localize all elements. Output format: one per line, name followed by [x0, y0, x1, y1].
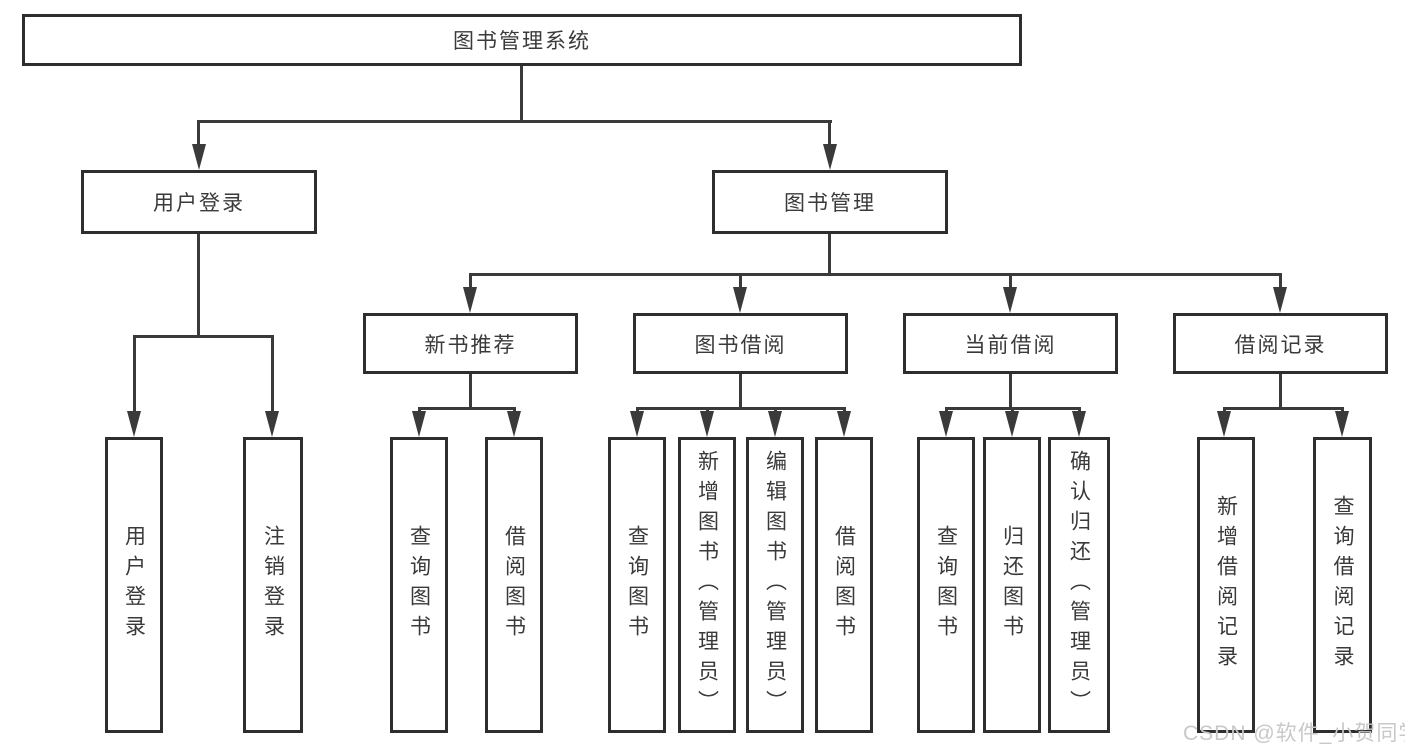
connector-record-arrow1-stem [1223, 407, 1226, 413]
connector-current-arrow2-stem [1011, 407, 1014, 413]
arrowhead-borrow-record [1273, 287, 1287, 313]
arrowhead-recommend-query [412, 411, 426, 437]
connector-bookmgmt-stem [828, 234, 831, 273]
connector-root-bar [197, 120, 832, 123]
node-new-book-recommend: 新书推荐 [363, 313, 578, 374]
leaf-borrow-books-label: 借阅图书 [832, 525, 856, 645]
leaf-confirm-return-admin-label: 确认归还（管理员） [1067, 450, 1091, 720]
leaf-query-borrow-record: 查询借阅记录 [1313, 437, 1372, 733]
connector-root-stem [520, 66, 523, 120]
connector-userlogin-bar [133, 335, 274, 338]
connector-borrow-arrow4-stem [843, 407, 846, 413]
node-book-borrow: 图书借阅 [633, 313, 848, 374]
arrowhead-leaf-logout [265, 411, 279, 437]
node-book-management-label: 图书管理 [784, 192, 876, 215]
leaf-confirm-return-admin: 确认归还（管理员） [1048, 437, 1110, 733]
connector-borrow-bar [636, 407, 846, 410]
arrowhead-borrow-query [630, 411, 644, 437]
node-borrow-record-label: 借阅记录 [1234, 333, 1327, 357]
connector-recommend-arrow1-stem [418, 407, 421, 413]
arrowhead-leaf-user-login [127, 411, 141, 437]
node-book-borrow-label: 图书借阅 [694, 333, 787, 357]
leaf-add-borrow-record-label: 新增借阅记录 [1214, 495, 1238, 675]
arrowhead-recommend-borrow [507, 411, 521, 437]
arrowhead-current-borrow [1003, 287, 1017, 313]
arrowhead-new-book-recommend [463, 287, 477, 313]
leaf-user-login-label: 用户登录 [122, 525, 146, 645]
connector-recommend-stem [469, 374, 472, 407]
connector-bookmgmt-arrow2-stem [739, 273, 742, 289]
leaf-add-book-admin: 新增图书（管理员） [678, 437, 736, 733]
connector-current-arrow3-stem [1078, 407, 1081, 413]
arrowhead-edit-book [768, 411, 782, 437]
leaf-current-query-books-label: 查询图书 [934, 525, 958, 645]
node-current-borrow: 当前借阅 [903, 313, 1118, 374]
arrowhead-return-books [1005, 411, 1019, 437]
connector-record-bar [1223, 407, 1343, 410]
leaf-recommend-query-books: 查询图书 [390, 437, 448, 733]
connector-current-stem [1009, 374, 1012, 407]
node-new-book-recommend-label: 新书推荐 [424, 333, 517, 357]
node-user-login: 用户登录 [81, 170, 317, 234]
leaf-logout: 注销登录 [243, 437, 303, 733]
connector-recommend-arrow2-stem [513, 407, 516, 413]
leaf-logout-label: 注销登录 [261, 525, 285, 645]
leaf-borrow-query-books-label: 查询图书 [625, 525, 649, 645]
leaf-recommend-borrow-books: 借阅图书 [485, 437, 543, 733]
connector-bookmgmt-arrow3-stem [1009, 273, 1012, 289]
arrowhead-add-record [1217, 411, 1231, 437]
connector-record-stem [1279, 374, 1282, 407]
arrowhead-confirm-return [1072, 411, 1086, 437]
arrowhead-add-book [700, 411, 714, 437]
leaf-recommend-query-books-label: 查询图书 [407, 525, 431, 645]
leaf-return-books: 归还图书 [983, 437, 1041, 733]
leaf-user-login: 用户登录 [105, 437, 163, 733]
connector-borrow-arrow1-stem [636, 407, 639, 413]
connector-borrow-stem [739, 374, 742, 407]
leaf-add-borrow-record: 新增借阅记录 [1197, 437, 1255, 733]
arrowhead-current-query [939, 411, 953, 437]
arrowhead-borrow-books [837, 411, 851, 437]
connector-bookmgmt-bar [469, 273, 1282, 276]
connector-borrow-arrow2-stem [706, 407, 709, 413]
leaf-edit-book-admin-label: 编辑图书（管理员） [763, 450, 787, 720]
connector-userlogin-arrow2-stem [271, 335, 274, 413]
node-user-login-label: 用户登录 [153, 192, 245, 215]
connector-borrow-arrow3-stem [774, 407, 777, 413]
leaf-current-query-books: 查询图书 [917, 437, 975, 733]
connector-root-right-arrow-stem [828, 120, 831, 146]
leaf-recommend-borrow-books-label: 借阅图书 [502, 525, 526, 645]
leaf-return-books-label: 归还图书 [1000, 525, 1024, 645]
csdn-watermark: CSDN @软件_小贺同学 [1183, 722, 1405, 745]
connector-userlogin-arrow1-stem [133, 335, 136, 413]
node-book-management: 图书管理 [712, 170, 948, 234]
node-current-borrow-label: 当前借阅 [964, 333, 1057, 357]
root-node-label: 图书管理系统 [453, 30, 591, 53]
leaf-query-borrow-record-label: 查询借阅记录 [1331, 495, 1354, 675]
arrowhead-user-login [192, 144, 206, 170]
leaf-borrow-books: 借阅图书 [815, 437, 873, 733]
connector-bookmgmt-arrow4-stem [1279, 273, 1282, 289]
connector-recommend-bar [418, 407, 516, 410]
connector-bookmgmt-arrow1-stem [469, 273, 472, 289]
arrowhead-book-management [823, 144, 837, 170]
node-borrow-record: 借阅记录 [1173, 313, 1388, 374]
root-node: 图书管理系统 [22, 14, 1022, 66]
arrowhead-query-record [1335, 411, 1349, 437]
leaf-add-book-admin-label: 新增图书（管理员） [695, 450, 719, 720]
arrowhead-book-borrow [733, 287, 747, 313]
connector-userlogin-stem [197, 234, 200, 335]
connector-root-left-arrow-stem [197, 120, 200, 146]
leaf-borrow-query-books: 查询图书 [608, 437, 666, 733]
leaf-edit-book-admin: 编辑图书（管理员） [746, 437, 804, 733]
connector-current-arrow1-stem [945, 407, 948, 413]
connector-record-arrow2-stem [1341, 407, 1344, 413]
